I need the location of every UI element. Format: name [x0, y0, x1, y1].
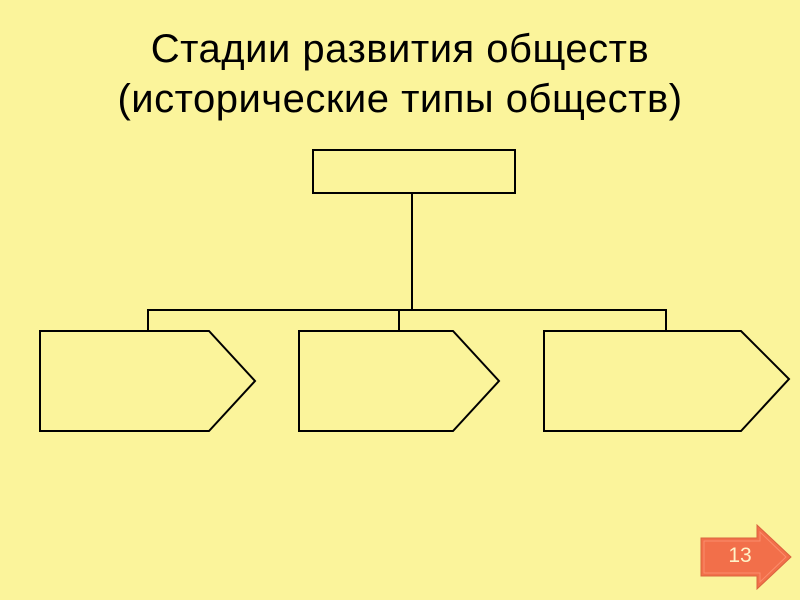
title-line-1: Стадии развития обществ	[150, 27, 650, 71]
right-arrow-icon	[700, 524, 792, 590]
slide-title: Стадии развития обществ (исторические ти…	[0, 24, 800, 124]
title-line-2: (исторические типы обществ)	[117, 77, 683, 121]
stage-box-1	[39, 330, 257, 432]
root-box	[312, 149, 516, 194]
page-number: 13	[728, 544, 752, 567]
stage-box-3	[543, 330, 791, 432]
stage-box-2	[298, 330, 501, 432]
next-slide-button[interactable]: 13	[700, 524, 792, 590]
